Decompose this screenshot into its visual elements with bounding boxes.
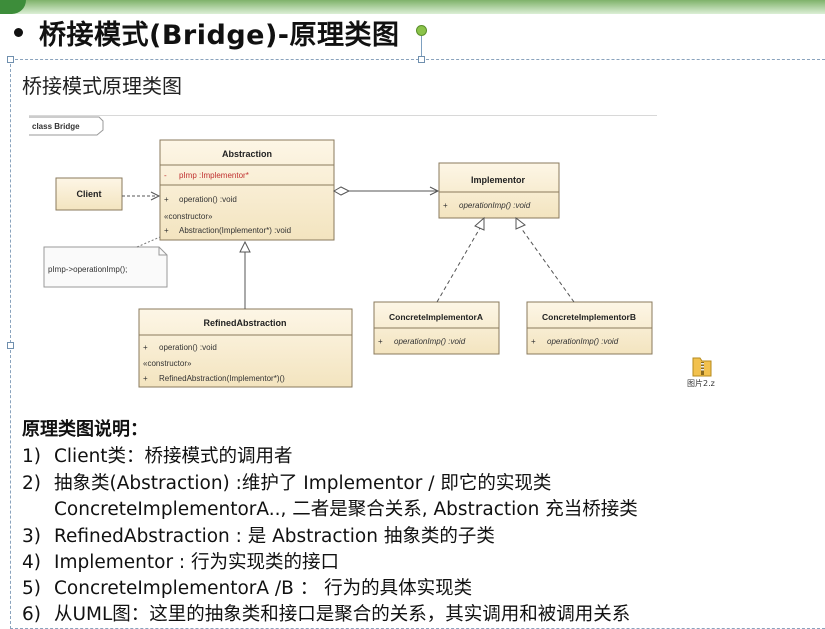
list-item: 3) RefinedAbstraction : 是 Abstraction 抽象类… xyxy=(22,522,495,548)
list-item-continuation: ConcreteImplementorA.., 二者是聚合关系, Abstrac… xyxy=(22,495,638,521)
list-item: 2) 抽象类(Abstraction) :维护了 Implementor / 即它… xyxy=(22,469,551,495)
operation: RefinedAbstraction(Implementor*)() xyxy=(159,374,285,383)
list-item: 1) Client类：桥接模式的调用者 xyxy=(22,442,293,468)
item-number: 6) xyxy=(22,604,41,625)
class-name: Client xyxy=(76,189,101,199)
stereotype: «constructor» xyxy=(164,212,213,221)
item-text: 抽象类(Abstraction) :维护了 Implementor / 即它的实… xyxy=(54,473,552,494)
visibility: + xyxy=(378,337,383,346)
slide-title[interactable]: 桥接模式(Bridge)-原理类图 xyxy=(39,19,400,51)
operation: operation() :void xyxy=(159,343,217,352)
class-abstraction[interactable]: Abstraction - pImp :Implementor* + opera… xyxy=(159,139,335,241)
item-text: Client类：桥接模式的调用者 xyxy=(54,446,293,467)
aggregation-abstraction-implementor xyxy=(332,186,440,196)
top-banner xyxy=(0,0,825,14)
realization-concrete-b xyxy=(515,216,575,303)
description-heading: 原理类图说明： xyxy=(22,419,148,440)
note-anchor xyxy=(136,236,161,248)
rotate-handle-connector xyxy=(421,36,422,58)
class-concrete-implementor-b[interactable]: ConcreteImplementorB + operationImp() :v… xyxy=(526,301,653,355)
dependency-client-abstraction xyxy=(122,191,161,201)
diagram-tag-label: class Bridge xyxy=(32,122,80,131)
operation: operationImp() :void xyxy=(394,337,466,346)
slide-title-row: 桥接模式(Bridge)-原理类图 xyxy=(10,10,400,54)
bullet-icon xyxy=(14,27,23,37)
file-label[interactable]: 图片2.z xyxy=(687,379,715,388)
uml-class-diagram: class Bridge Client Abstraction - pImp :… xyxy=(29,115,657,391)
rotate-handle-icon[interactable] xyxy=(416,25,427,36)
list-item: 6) 从UML图：这里的抽象类和接口是聚合的关系，其实调用和被调用关系 xyxy=(22,600,630,626)
logo-icon xyxy=(0,0,26,14)
attribute: pImp :Implementor* xyxy=(179,171,249,180)
item-number: 2) xyxy=(22,473,41,494)
operation: operationImp() :void xyxy=(547,337,619,346)
note-box[interactable]: pImp->operationImp(); xyxy=(43,246,168,288)
class-name: RefinedAbstraction xyxy=(203,318,286,328)
note-text: pImp->operationImp(); xyxy=(48,265,127,274)
generalization-refined-abstraction xyxy=(239,240,251,309)
class-concrete-implementor-a[interactable]: ConcreteImplementorA + operationImp() :v… xyxy=(373,301,500,355)
resize-handle-top-left[interactable] xyxy=(7,56,14,63)
visibility: + xyxy=(164,226,169,235)
attribute-visibility: - xyxy=(164,171,167,180)
list-item: 4) Implementor : 行为实现类的接口 xyxy=(22,548,339,574)
class-name: Implementor xyxy=(471,175,526,185)
operation: operation() :void xyxy=(179,195,237,204)
resize-handle-middle-left[interactable] xyxy=(7,342,14,349)
item-text: ConcreteImplementorA.., 二者是聚合关系, Abstrac… xyxy=(54,499,638,520)
class-name: ConcreteImplementorB xyxy=(542,312,636,322)
list-item: 5) ConcreteImplementorA /B ： 行为的具体实现类 xyxy=(22,574,472,600)
class-name: Abstraction xyxy=(222,149,272,159)
item-number: 3) xyxy=(22,526,41,547)
visibility: + xyxy=(531,337,536,346)
diagram-frame-tag: class Bridge xyxy=(29,116,104,136)
item-number: 5) xyxy=(22,578,41,599)
operation: Abstraction(Implementor*) :void xyxy=(179,226,291,235)
diagram-caption: 桥接模式原理类图 xyxy=(22,74,182,98)
class-client[interactable]: Client xyxy=(55,177,123,211)
stereotype: «constructor» xyxy=(143,359,192,368)
visibility: + xyxy=(143,343,148,352)
visibility: + xyxy=(143,374,148,383)
resize-handle-top-middle[interactable] xyxy=(418,56,425,63)
visibility: + xyxy=(164,195,169,204)
item-text: 从UML图：这里的抽象类和接口是聚合的关系，其实调用和被调用关系 xyxy=(54,604,631,625)
realization-concrete-a xyxy=(436,216,485,303)
folder-zip-icon[interactable] xyxy=(692,355,712,377)
class-name: ConcreteImplementorA xyxy=(389,312,483,322)
item-number: 1) xyxy=(22,446,41,467)
item-number: 4) xyxy=(22,552,41,573)
class-implementor[interactable]: Implementor + operationImp() :void xyxy=(438,162,560,219)
class-refined-abstraction[interactable]: RefinedAbstraction + operation() :void «… xyxy=(138,308,353,388)
visibility: + xyxy=(443,201,448,210)
item-text: RefinedAbstraction : 是 Abstraction 抽象类的子… xyxy=(54,526,495,547)
item-text: ConcreteImplementorA /B ： 行为的具体实现类 xyxy=(54,578,473,599)
item-text: Implementor : 行为实现类的接口 xyxy=(54,552,340,573)
operation: operationImp() :void xyxy=(459,201,531,210)
